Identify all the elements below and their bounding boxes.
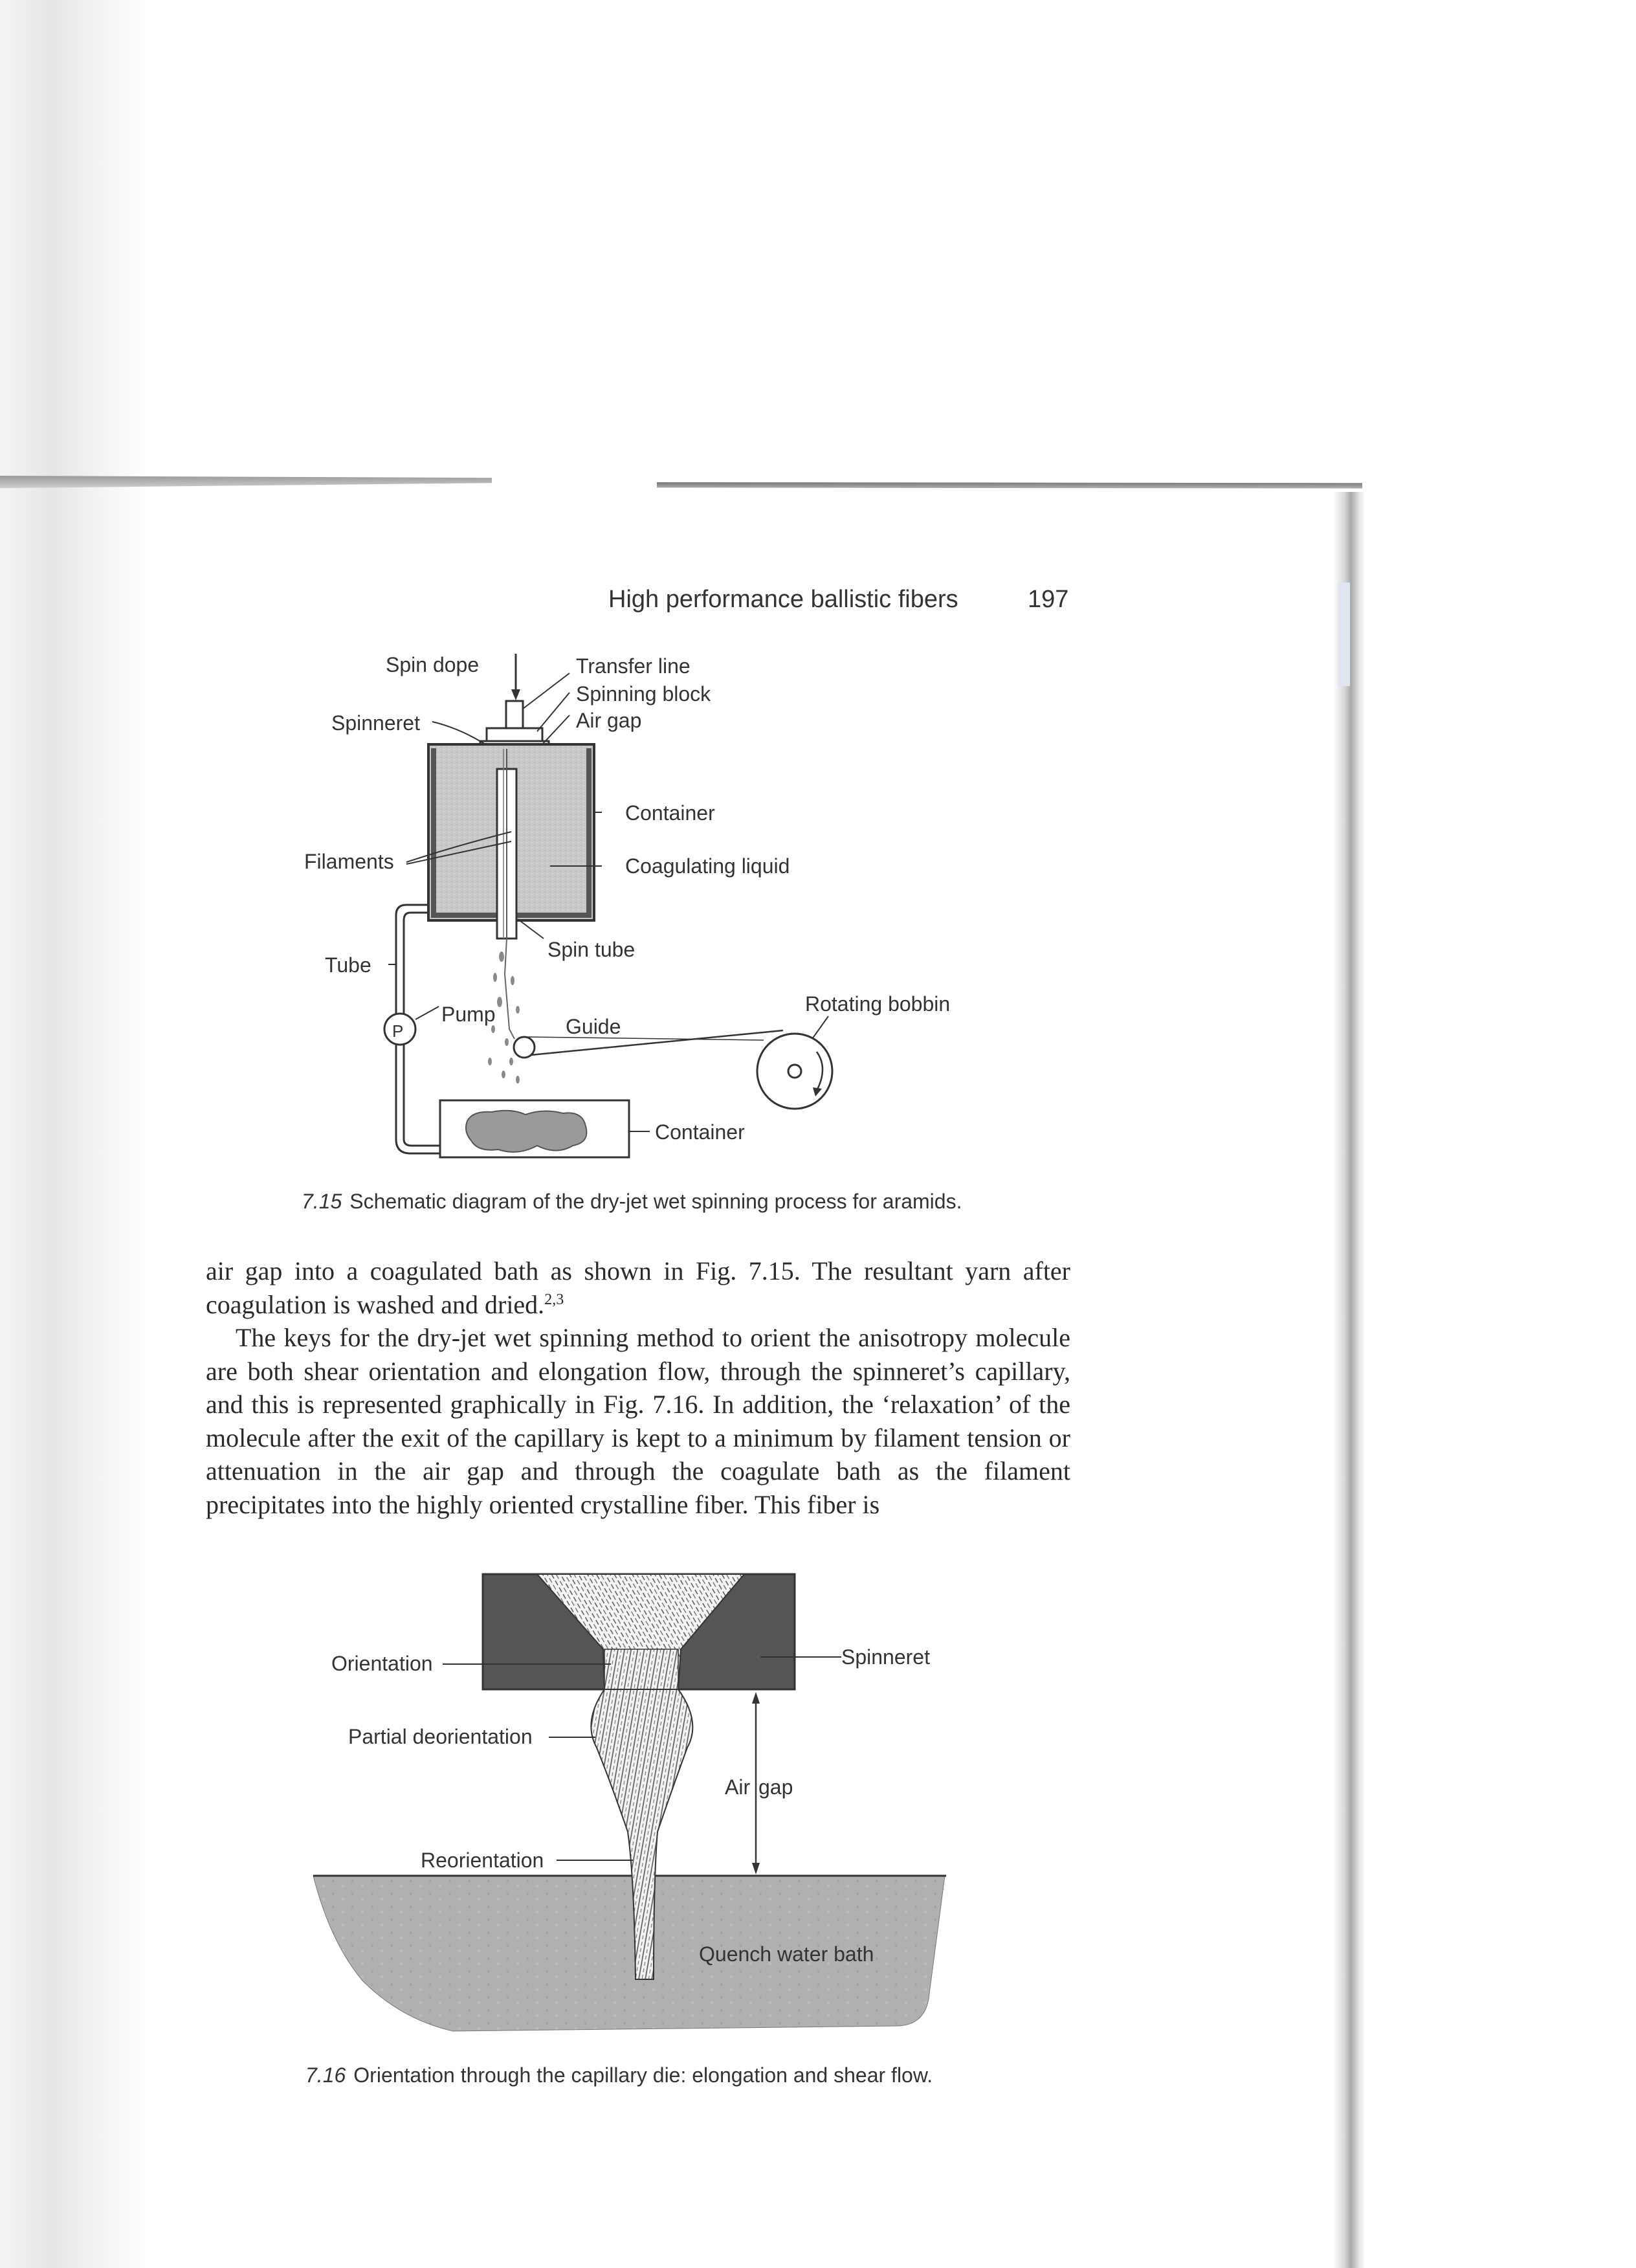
label-container-bottom: Container [655,1120,745,1144]
page-gutter-shadow [0,0,149,2268]
label-spinneret: Spinneret [331,711,420,735]
collected-liquid [465,1109,588,1153]
body-paragraph-1: air gap into a coagulated bath as shown … [206,1254,1070,1321]
guide-roller [513,1036,536,1059]
figure-7-15-caption: 7.15 Schematic diagram of the dry-jet wet… [302,1190,962,1214]
label-spinning-block: Spinning block [576,682,711,706]
body-text: air gap into a coagulated bath as shown … [206,1254,1070,1521]
label-container-top: Container [625,801,715,825]
label-coagulating-liquid: Coagulating liquid [625,854,790,878]
label-air-gap-left: Air [725,1775,750,1799]
figure-7-15-diagram: Spin dope Transfer line Spinning block A… [304,653,950,1159]
label-guide: Guide [566,1015,621,1038]
label-pump-symbol: P [392,1021,403,1041]
capillary [604,1649,679,1690]
quench-water-bath [313,1875,945,2032]
figure-7-15-caption-text: Schematic diagram of the dry-jet wet spi… [349,1190,962,1213]
label-filaments: Filaments [304,850,394,873]
spin-dope-arrowhead [511,689,520,700]
page-top-edge-right [657,482,1362,489]
figure-7-16-number: 7.16 [305,2063,346,2087]
label-partial-deorientation: Partial deorientation [348,1725,533,1748]
body-line-1: air gap into a coagulated bath as shown … [206,1256,1070,1319]
falling-drops [488,951,520,1084]
label-rotating-bobbin: Rotating bobbin [805,992,950,1016]
reference-superscript: 2,3 [544,1291,564,1308]
transfer-line [505,700,524,729]
extruded-filament [590,1689,694,1980]
page-number: 197 [1028,586,1069,613]
label-quench-water-bath: Quench water bath [699,1942,874,1966]
figure-7-15-number: 7.15 [302,1190,342,1213]
running-title: High performance ballistic fibers [608,586,958,613]
label-spin-dope: Spin dope [386,653,479,676]
label-pump: Pump [441,1003,496,1026]
page-right-edge [1333,492,1365,2268]
figure-7-16-caption-text: Orientation through the capillary die: e… [353,2063,933,2087]
label-spin-tube: Spin tube [547,938,635,961]
label-spinneret-716: Spinneret [841,1645,930,1669]
figure-7-16-diagram: Orientation Spinneret Partial deorientat… [313,1573,946,2032]
label-orientation: Orientation [331,1652,433,1675]
page-right-edge-tint [1338,583,1350,686]
body-paragraph-2: The keys for the dry-jet wet spinning me… [206,1323,1070,1519]
yarn-line [530,1029,784,1056]
label-reorientation: Reorientation [421,1849,544,1872]
label-transfer-line: Transfer line [576,654,691,678]
pump-symbol [383,1012,417,1046]
figure-7-16-caption: 7.16 Orientation through the capillary di… [305,2063,933,2087]
label-air-gap: Air gap [576,709,641,732]
label-tube: Tube [325,953,371,977]
label-air-gap-right: gap [758,1775,793,1799]
